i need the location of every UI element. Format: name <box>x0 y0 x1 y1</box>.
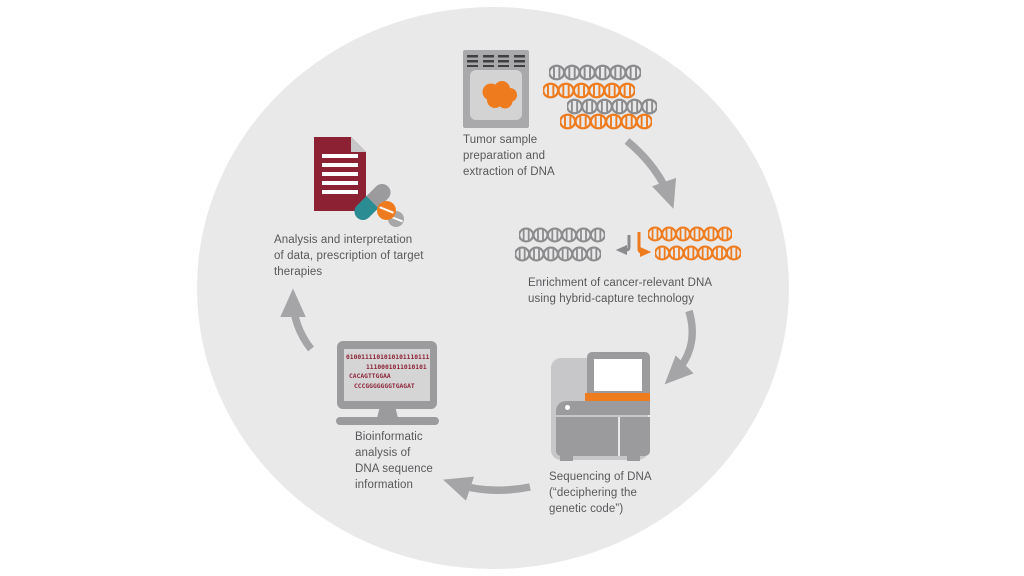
cassette-window <box>470 70 522 120</box>
code-line: 1110001011010101 <box>366 363 427 371</box>
sequencer-monitor <box>587 352 650 398</box>
cassette-vent <box>467 55 478 67</box>
code-line: 0100111101010101110111 <box>346 354 430 361</box>
sequencer-top-bar <box>556 401 650 415</box>
flow-arrow-enrichment-to-sequencing <box>664 309 696 385</box>
cassette-vent <box>498 55 509 67</box>
dna-strand-icon <box>519 227 605 243</box>
step-label-bioinformatics: Bioinformatic analysis of DNA sequence i… <box>355 431 433 491</box>
step-label-enrichment: Enrichment of cancer-relevant DNA using … <box>528 277 713 305</box>
document-icon <box>314 137 366 211</box>
tumor-blob-icon <box>482 81 517 109</box>
sequencer-cabinets <box>556 417 650 456</box>
branch-arrow-icon <box>637 232 652 258</box>
dna-strand-icon <box>543 82 635 99</box>
sequencer-cabinet-divider <box>618 417 620 456</box>
step-label-analysis: Analysis and interpretation of data, pre… <box>274 234 424 278</box>
code-line: CACAGTTGGAA <box>349 373 391 380</box>
monitor-stand-base <box>336 417 439 425</box>
monitor-icon: 0100111101010101110111 1110001011010101 … <box>337 341 437 409</box>
cassette-vent <box>513 55 525 67</box>
flow-arrow-sequencing-to-bioinformatics <box>443 476 531 501</box>
sequencer-foot <box>627 456 640 461</box>
sequencer-foot <box>560 456 573 461</box>
pill-score-line <box>378 206 394 215</box>
monitor-stand-neck <box>377 408 398 418</box>
step-label-tumor-sample: Tumor sample preparation and extraction … <box>463 134 555 178</box>
tumor-cassette-icon <box>463 50 529 128</box>
enter-arrow-icon <box>615 235 631 256</box>
code-line: CCCGGGGGGGTGAGAT <box>354 382 415 390</box>
sequencer-orange-strip <box>585 393 650 401</box>
dna-strand-icon <box>515 246 601 262</box>
dna-strand-icon <box>648 226 732 242</box>
monitor-screen: 0100111101010101110111 1110001011010101 … <box>344 349 430 401</box>
dna-strand-icon <box>655 245 741 261</box>
cassette-vent <box>482 55 494 67</box>
sequencer-screen <box>594 359 642 391</box>
dna-strand-icon <box>560 113 652 130</box>
orange-pill-icon <box>377 201 396 220</box>
flow-arrow-tumor-to-enrichment <box>624 138 677 209</box>
flow-arrow-bioinformatics-to-analysis <box>280 288 314 352</box>
dna-strand-icon <box>549 64 641 81</box>
sequencer-button <box>565 405 570 410</box>
step-label-sequencing: Sequencing of DNA (“deciphering the gene… <box>549 471 652 515</box>
